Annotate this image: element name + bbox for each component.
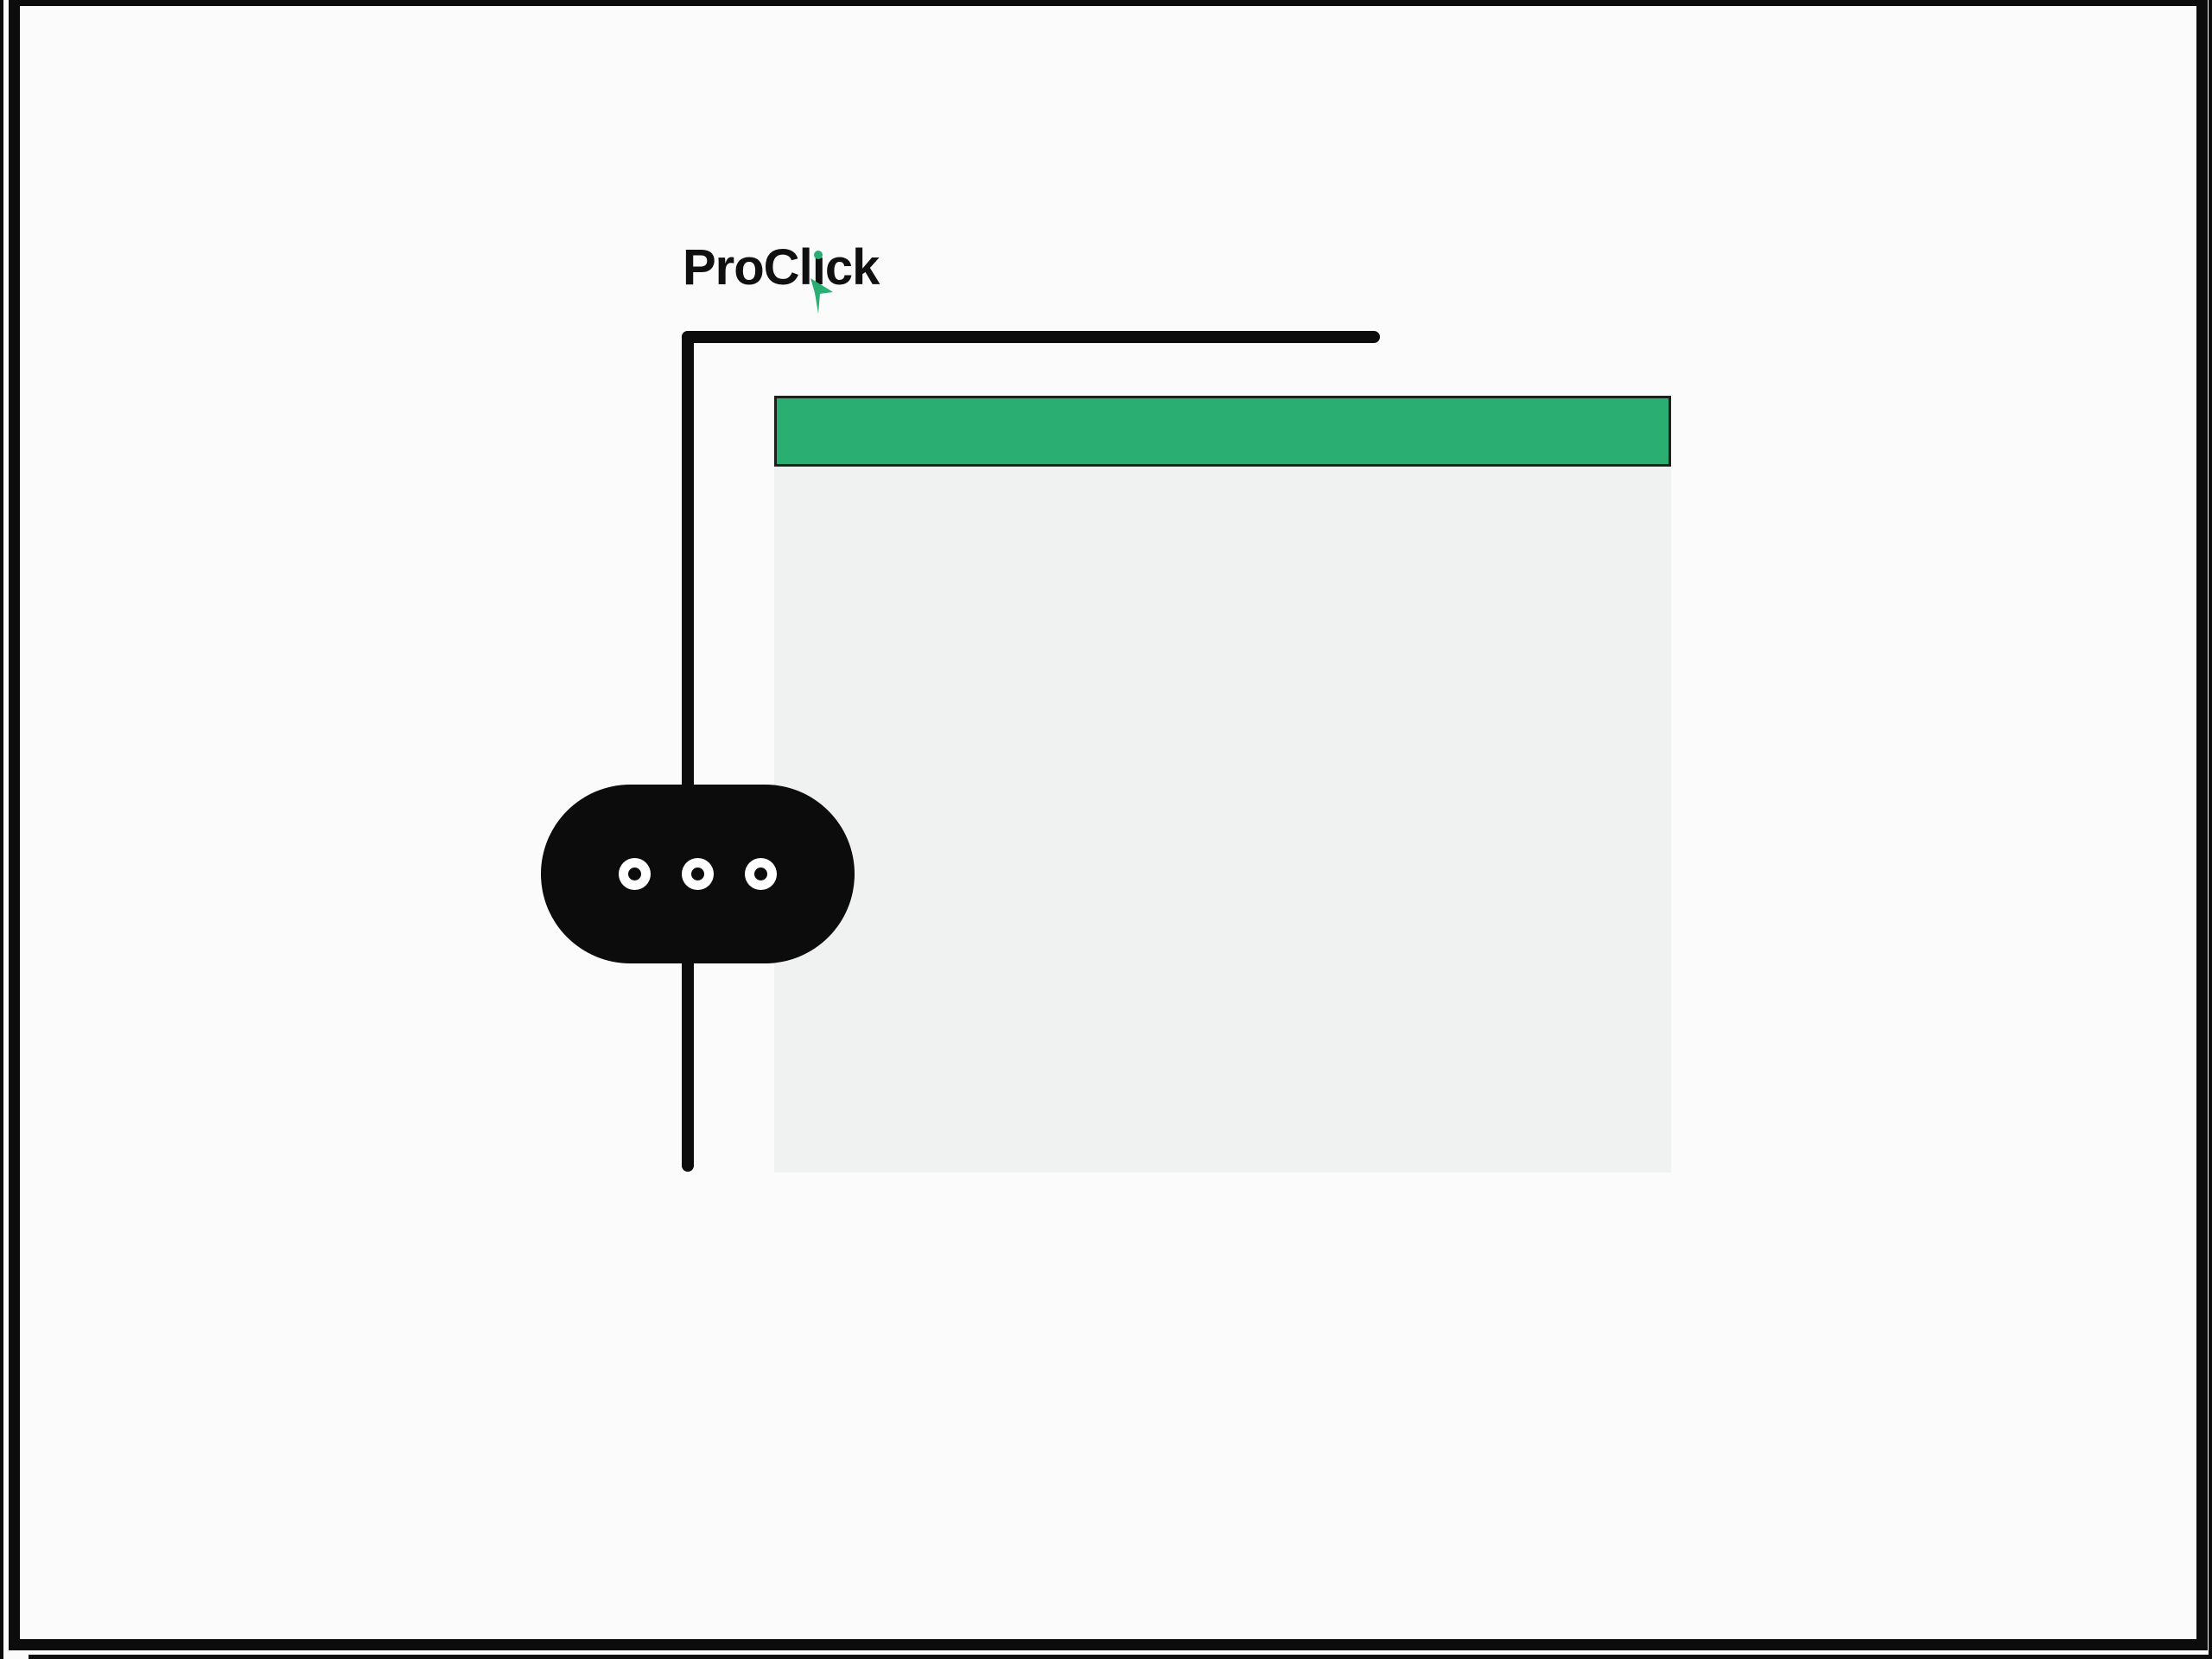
ellipsis-dot-3-hole	[754, 868, 767, 880]
connector-line-vertical	[682, 331, 694, 1172]
green-i-dot-icon	[814, 251, 823, 259]
ellipsis-dot-1-icon	[619, 858, 651, 890]
left-edge-sliver	[0, 0, 3, 1659]
window-header-bar	[774, 396, 1671, 467]
logo-text-after-i: ck	[824, 239, 880, 296]
artboard-frame	[9, 0, 2208, 1650]
right-edge-sliver	[2209, 0, 2212, 1659]
connector-line-horizontal	[682, 331, 1380, 343]
bottom-edge-sliver	[29, 1655, 2212, 1659]
logo-text-before-i: ProCl	[683, 239, 813, 296]
ellipsis-dot-3-icon	[745, 858, 777, 890]
green-cursor-arrow-icon	[810, 278, 833, 314]
ellipsis-dot-1-hole	[628, 868, 641, 880]
ellipsis-dot-2-hole	[691, 868, 704, 880]
window-mockup	[774, 396, 1671, 1173]
ellipsis-dot-2-icon	[682, 858, 714, 890]
window-body	[774, 467, 1671, 1173]
more-options-pill-button[interactable]	[541, 785, 855, 963]
logo-letter-i: ı	[810, 243, 833, 314]
